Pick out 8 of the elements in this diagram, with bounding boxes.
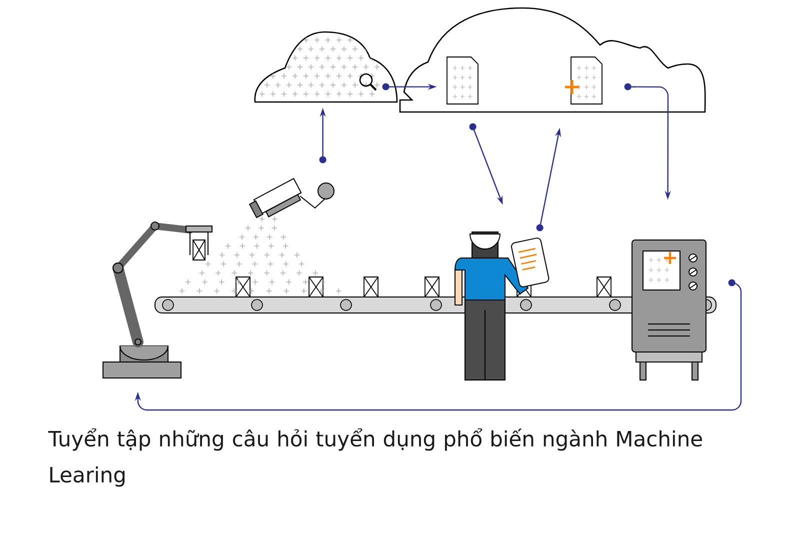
caption: Tuyển tập những câu hỏi tuyển dụng phổ biến ngành Machine Learing bbox=[48, 428, 702, 487]
arrow bbox=[134, 279, 742, 411]
robot-arm-drawing bbox=[102, 222, 212, 378]
cloud bbox=[254, 31, 398, 103]
document-icon bbox=[564, 56, 602, 104]
document-icon bbox=[446, 56, 478, 104]
worker-drawing bbox=[454, 232, 550, 380]
machine-drawing bbox=[632, 240, 706, 380]
